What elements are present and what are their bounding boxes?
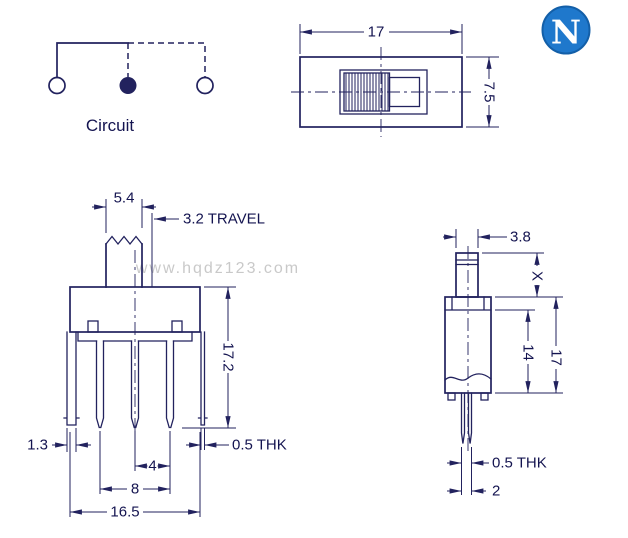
brand-logo: N: [541, 5, 591, 55]
circuit-wire-solid: [56, 42, 129, 78]
circuit-terminal-left: [48, 76, 66, 95]
side-extension-lines: [455, 229, 563, 495]
mounting-lug-right: [197, 331, 208, 426]
circuit-wire-dashed: [127, 42, 206, 77]
top-view-body-outline: [299, 56, 463, 128]
front-extension-lines: [66, 199, 236, 517]
body-notch-left: [87, 320, 99, 333]
logo-letter: N: [551, 13, 581, 52]
pin-right: [165, 340, 175, 429]
dim-value: 0.5 THK: [232, 437, 287, 454]
dim-top-width: 17: [299, 24, 463, 54]
side-body-step: [444, 296, 492, 311]
base-plate: [77, 331, 193, 342]
circuit-terminal-right: [196, 76, 214, 95]
dim-knob-depth: 3.8: [443, 229, 531, 246]
circuit-label: Circuit: [86, 116, 134, 135]
side-knob-cap-lines: [455, 259, 479, 266]
dim-body-width: 16.5: [70, 504, 200, 521]
dim-value: 1.3: [27, 437, 48, 454]
dim-value: 17.2: [220, 342, 237, 371]
circuit-terminal-middle: [119, 77, 137, 94]
side-pin-front: [460, 392, 466, 444]
dim-knob-height-x: X: [529, 253, 546, 297]
dim-knob-width: 5.4: [92, 190, 156, 210]
top-view-centerlines: [291, 47, 471, 137]
dim-side-pin-thickness: 0.5 THK: [447, 455, 547, 472]
watermark-text: www.hqdz123.com: [135, 260, 300, 277]
dim-overall-height: 17.2: [220, 287, 237, 428]
knob-sides: [105, 243, 143, 288]
front-body-outline: [69, 286, 201, 333]
dim-top-height: 7.5: [466, 56, 499, 128]
dim-value: 4: [148, 458, 156, 475]
dim-side-overall-height: 17: [548, 297, 565, 393]
dim-value: 14: [520, 344, 537, 361]
dim-travel: 3.2 TRAVEL: [154, 211, 265, 228]
dim-pin-thickness: 0.5 THK: [186, 437, 287, 454]
dim-extension-lines: [299, 24, 463, 54]
slider-slot: [339, 69, 428, 115]
logo-circle: [541, 5, 591, 55]
dim-value: 17: [368, 24, 385, 41]
slider-knob-hatch: [345, 73, 389, 111]
front-view: 5.4 3.2 TRAVEL 17.2 1.3 0.5 THK 4: [27, 190, 287, 521]
watermark: www.hqdz123.com: [135, 260, 300, 277]
pin-left: [95, 340, 105, 429]
dim-value: 16.5: [110, 504, 139, 521]
mounting-lug-left: [63, 331, 80, 426]
side-pin-back: [467, 392, 473, 444]
side-foot-left: [447, 392, 456, 401]
dim-value: 7.5: [481, 82, 498, 103]
knob-break-line: [105, 235, 143, 246]
dim-value: 17: [548, 349, 565, 366]
dim-value: 8: [131, 481, 139, 498]
side-body-contour-line: [444, 373, 492, 381]
dim-extension-lines: [466, 56, 499, 128]
pin-middle: [130, 340, 140, 429]
body-notch-right: [171, 320, 183, 333]
dim-side-pin-width: 2: [447, 483, 500, 500]
dim-lug-width: 1.3: [27, 437, 91, 454]
dim-value: 3.8: [510, 229, 531, 246]
dim-value: 2: [492, 483, 500, 500]
side-view: 3.8 X 14 17 0.5 THK 2: [443, 229, 565, 500]
dim-lower-body-height: 14: [520, 310, 537, 393]
slider-travel-area: [388, 76, 421, 108]
dim-value: X: [529, 271, 546, 281]
circuit-diagram: Circuit: [48, 42, 214, 135]
dim-value: 5.4: [114, 190, 135, 207]
top-view: 17 7.5: [291, 24, 499, 137]
dim-value: 3.2 TRAVEL: [183, 211, 265, 228]
dim-pin-span: 8: [100, 481, 170, 498]
side-foot-right: [480, 392, 489, 401]
dim-pin-pitch: 4: [135, 458, 170, 475]
dim-value: 0.5 THK: [492, 455, 547, 472]
